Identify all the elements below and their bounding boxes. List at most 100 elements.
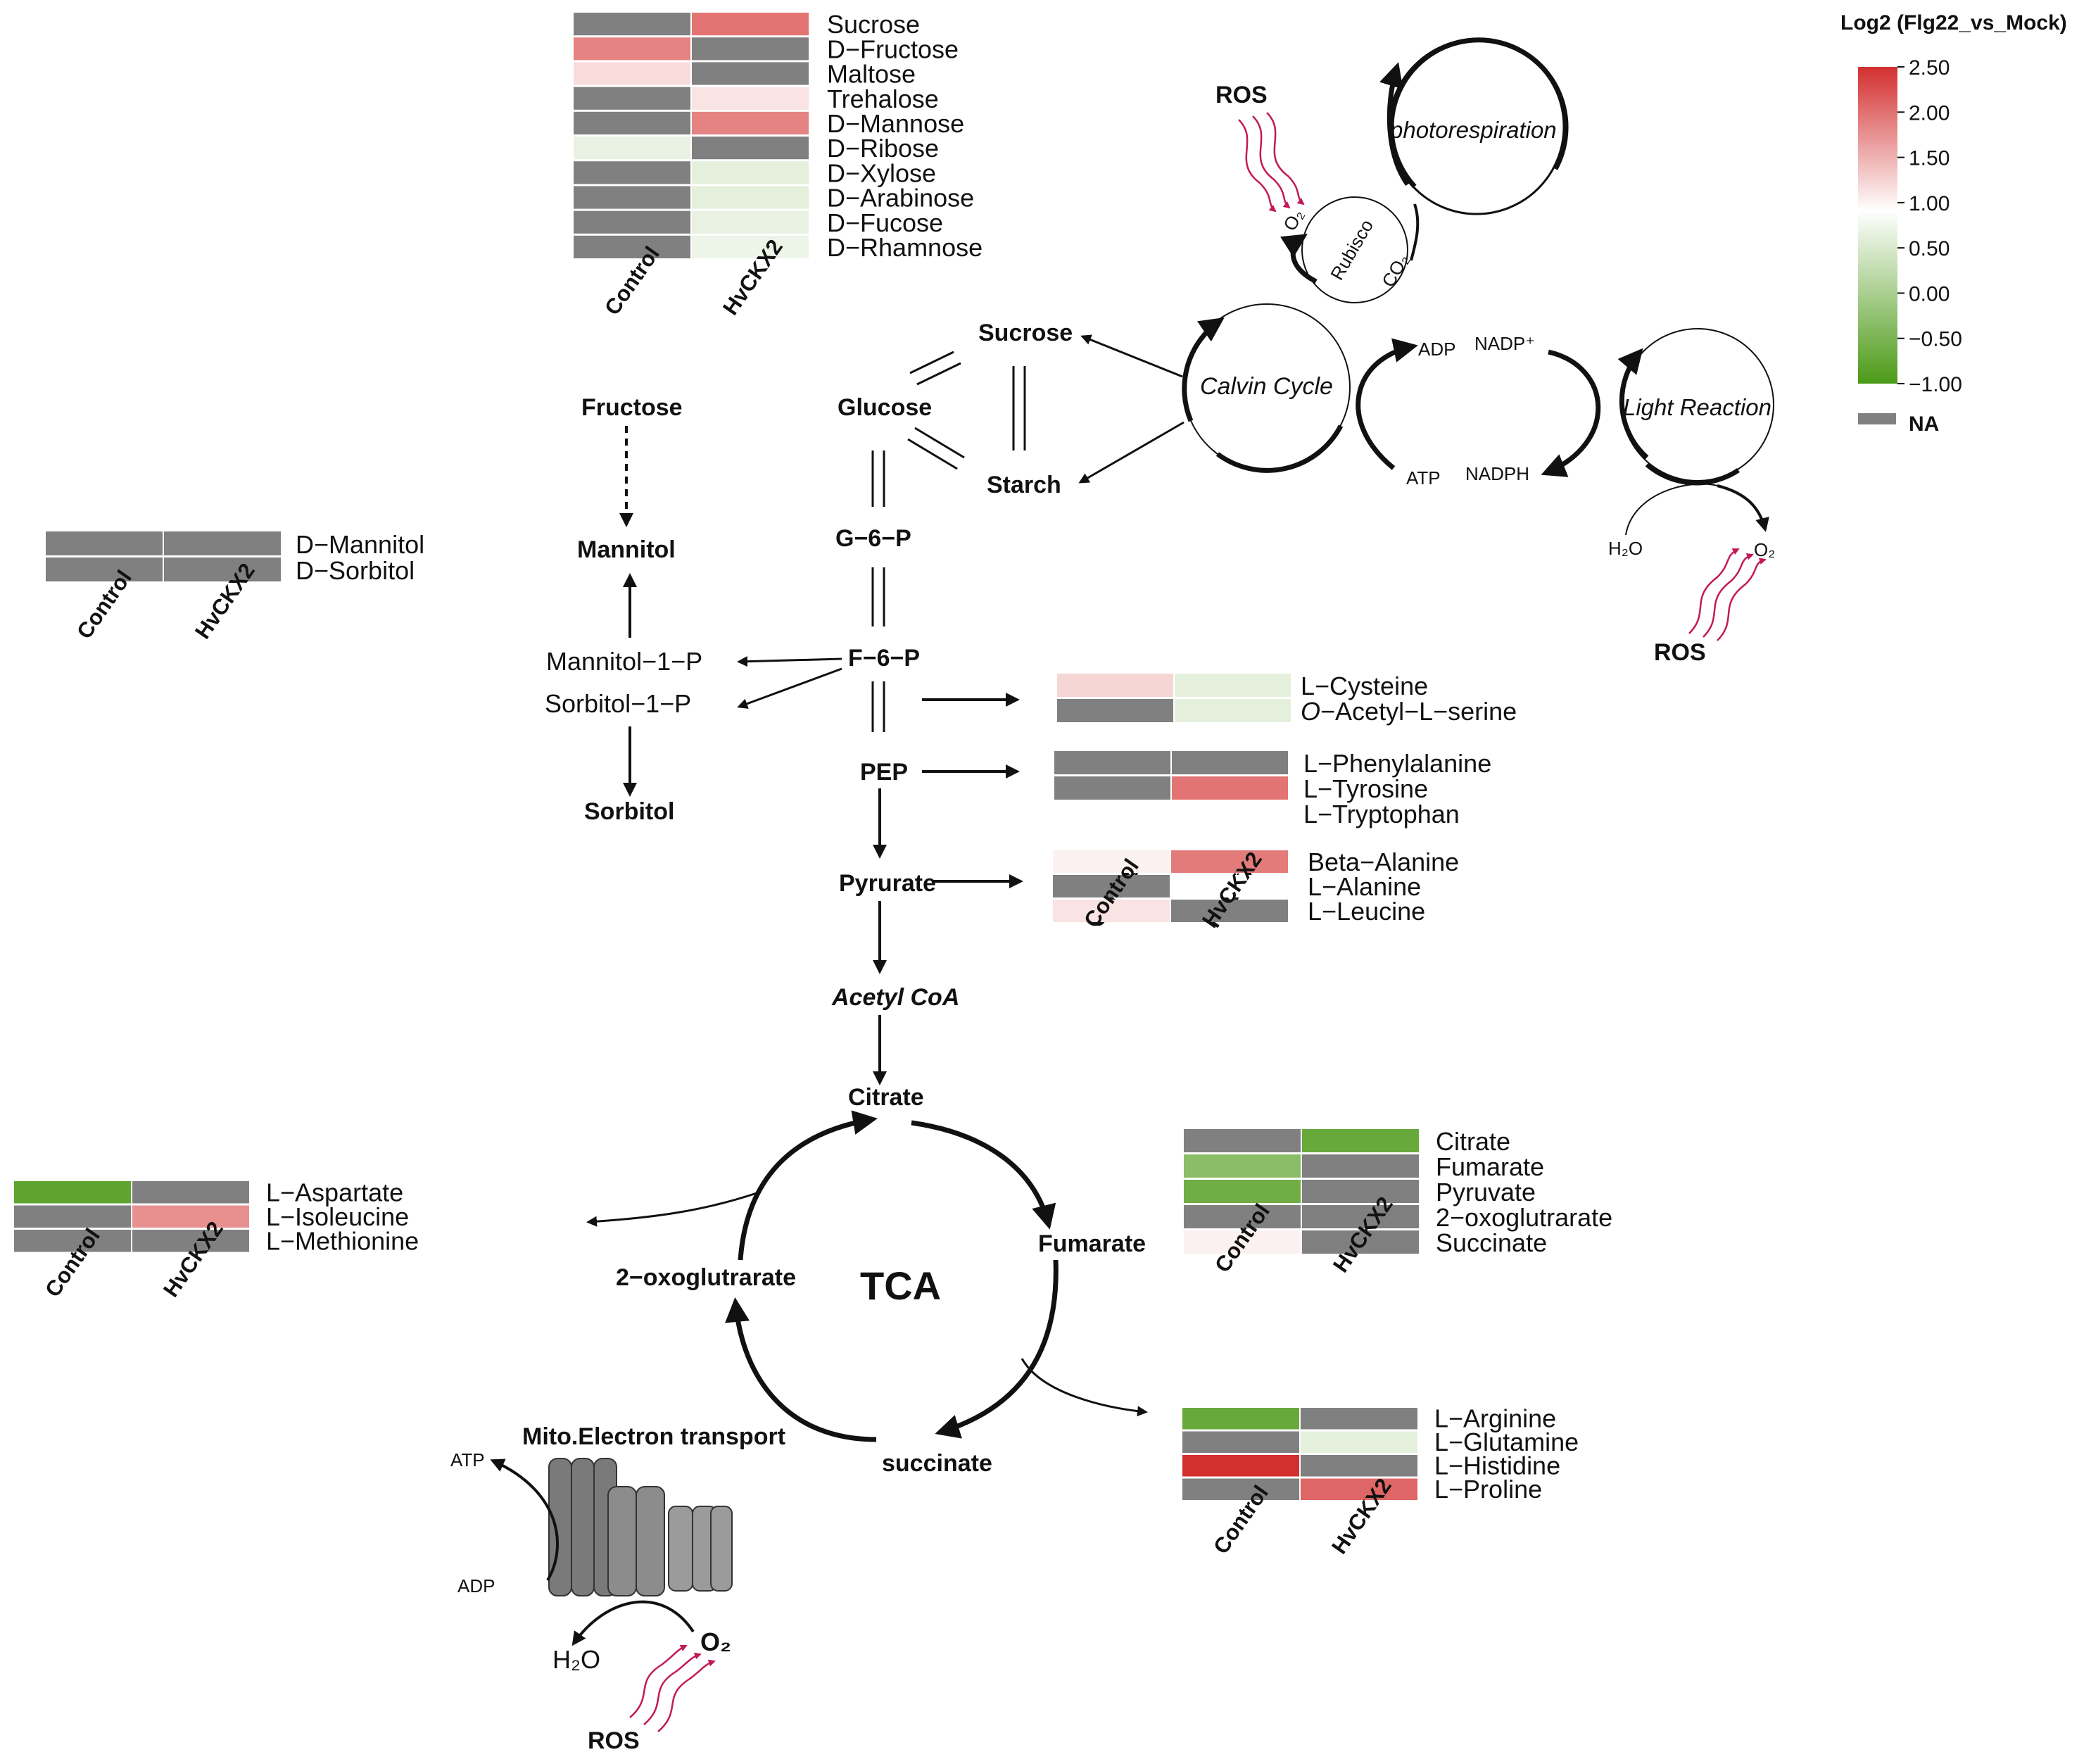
heatmap-cell-control	[14, 1205, 131, 1228]
node-acetyl-coa: Acetyl CoA	[831, 984, 959, 1011]
heatmap-cell-hvckx2	[1171, 875, 1288, 897]
heatmap-row-label: Citrate	[1436, 1127, 1510, 1156]
heatmap-row-label: L−Tryptophan	[1303, 800, 1460, 829]
tca-citrate: Citrate	[848, 1084, 924, 1111]
tca-arrow-oxoglutarate-citrate	[738, 1110, 878, 1261]
heatmap-row-label: D−Mannitol	[296, 530, 424, 559]
photosynthesis-module: Calvin Cycle ADP NADP⁺ ATP NADPH Light R…	[1078, 37, 1775, 666]
tca-fumarate: Fumarate	[1038, 1230, 1146, 1257]
arrow-f6p-sorbitol1p	[737, 667, 842, 709]
heatmap-cell-hvckx2	[692, 62, 809, 85]
heatmap-aspartate_family: L−AspartateL−IsoleucineL−MethionineContr…	[14, 1178, 419, 1302]
heatmap-cell-hvckx2	[692, 186, 809, 209]
legend-tick-label: 1.50	[1909, 147, 1950, 170]
heatmap-row-label: Pyruvate	[1436, 1178, 1536, 1207]
heatmap-cell-hvckx2	[132, 1181, 249, 1204]
legend-tick-label: 0.00	[1909, 282, 1950, 305]
heatmap-cell-control	[1182, 1408, 1299, 1430]
heatmap-row-label: D−Mannose	[827, 109, 964, 138]
heatmap-cell-hvckx2	[1301, 1431, 1417, 1453]
legend-tick-label: 1.00	[1909, 192, 1950, 215]
arrow-glucose-starch-b	[907, 438, 958, 470]
label-h2o-light: H₂O	[1608, 538, 1643, 559]
heatmap-cell-control	[46, 557, 163, 581]
heatmap-cell-control	[574, 37, 690, 61]
node-fructose: Fructose	[581, 394, 683, 421]
heatmap-row-label: Sucrose	[827, 10, 920, 39]
heatmap-cell-hvckx2	[1172, 776, 1288, 800]
photorespiration-arc	[1389, 37, 1569, 189]
calvin-cycle-label: Calvin Cycle	[1200, 373, 1333, 400]
mito-title: Mito.Electron transport	[522, 1423, 785, 1450]
heatmap-row-label: D−Arabinose	[827, 184, 974, 213]
node-sucrose: Sucrose	[978, 320, 1073, 346]
heatmap-row-label: Trehalose	[827, 84, 939, 113]
mito-complex-3a	[668, 1506, 693, 1592]
node-f6p: F−6−P	[848, 645, 920, 672]
ros-arrow-mito-3	[657, 1659, 716, 1732]
mito-complex-1b	[571, 1458, 595, 1596]
glycolysis-pathway: Sucrose Glucose Starch Fructose Mannitol…	[545, 320, 1073, 1085]
label-adp: ADP	[1418, 339, 1455, 360]
heatmap-row-label: D−Fructose	[827, 34, 959, 63]
heatmap-cell-control	[574, 161, 690, 184]
tca-cycle: Citrate Fumarate 2−oxoglutrarate succina…	[586, 1084, 1148, 1477]
arrow-f6p-mannitol1p	[737, 656, 842, 667]
heatmap-row-label: D−Fucose	[827, 208, 943, 237]
heatmap-cell-control	[574, 13, 690, 36]
ros-arrow-light-2	[1703, 553, 1754, 638]
tca-arrow-succinate-oxoglutarate	[725, 1297, 877, 1442]
heatmap-cell-hvckx2	[164, 557, 281, 581]
node-glucose: Glucose	[838, 394, 932, 421]
heatmap-row-label: L−Isoleucine	[266, 1202, 409, 1231]
rubisco-arrow	[1280, 234, 1318, 284]
heatmap-row-label: L−Histidine	[1434, 1451, 1560, 1480]
calvin-cycle-arc-bottom	[1215, 424, 1344, 473]
heatmap-cell-control	[1054, 776, 1170, 800]
node-sorbitol: Sorbitol	[584, 798, 674, 825]
heatmap-row-label: L−Proline	[1434, 1475, 1542, 1504]
heatmap-cell-control	[1054, 802, 1170, 825]
heatmap-row-label: Succinate	[1436, 1228, 1547, 1257]
heatmap-cell-hvckx2	[692, 161, 809, 184]
heatmap-cell-hvckx2	[692, 235, 809, 258]
node-pep: PEP	[860, 759, 908, 786]
heatmap-cell-hvckx2	[692, 13, 809, 36]
heatmap-tca: CitrateFumaratePyruvate2−oxoglutrarateSu…	[1184, 1127, 1612, 1277]
arrow-calvin-starch	[1078, 421, 1185, 484]
heatmap-cell-hvckx2	[1301, 1408, 1417, 1430]
arrow-mito-o2-h2o	[571, 1600, 695, 1646]
legend-tick-label: 2.50	[1909, 56, 1950, 80]
arrow-tca-glutamate-family	[1021, 1358, 1148, 1417]
atp-regeneration-arrow	[1356, 338, 1418, 470]
color-legend: Log2 (Flg22_vs_Mock) 2.502.001.501.000.5…	[1840, 11, 2067, 436]
heatmap-cell-control	[1057, 674, 1173, 697]
heatmap-row-label: L−Glutamine	[1434, 1428, 1579, 1456]
heatmap-cell-control	[14, 1181, 131, 1204]
mito-label-atp: ATP	[450, 1449, 485, 1470]
heatmap-row-label: L−Aspartate	[266, 1178, 403, 1207]
heatmap-glutamate_family: L−ArginineL−GlutamineL−HistidineL−Prolin…	[1182, 1404, 1579, 1558]
heatmap-cell-hvckx2	[1302, 1230, 1419, 1254]
heatmap-row-label: L−Arginine	[1434, 1404, 1556, 1433]
legend-gradient-bar	[1858, 67, 1897, 384]
label-atp: ATP	[1406, 467, 1441, 489]
arrow-glucose-sucrose-a	[909, 351, 954, 374]
ros-arrow-light-1	[1688, 548, 1740, 634]
heatmap-cell-control	[574, 210, 690, 234]
heatmap-cell-control	[574, 111, 690, 134]
legend-tick-label: 2.00	[1909, 101, 1950, 125]
heatmap-row-label: Beta−Alanine	[1308, 848, 1459, 876]
mito-label-ros: ROS	[588, 1727, 640, 1754]
heatmap-sugars: SucroseD−FructoseMaltoseTrehaloseD−Manno…	[574, 10, 983, 320]
heatmap-cell-hvckx2	[692, 137, 809, 160]
heatmap-row-label: D−Xylose	[827, 158, 936, 187]
heatmap-cell-hvckx2	[692, 210, 809, 234]
heatmap-cell-hvckx2	[1301, 1455, 1417, 1477]
heatmap-row-label: Maltose	[827, 60, 916, 89]
ros-arrow-rubisco-1	[1238, 119, 1277, 213]
heatmap-cell-control	[574, 87, 690, 110]
label-o2-rubisco: O₂	[1279, 206, 1308, 234]
